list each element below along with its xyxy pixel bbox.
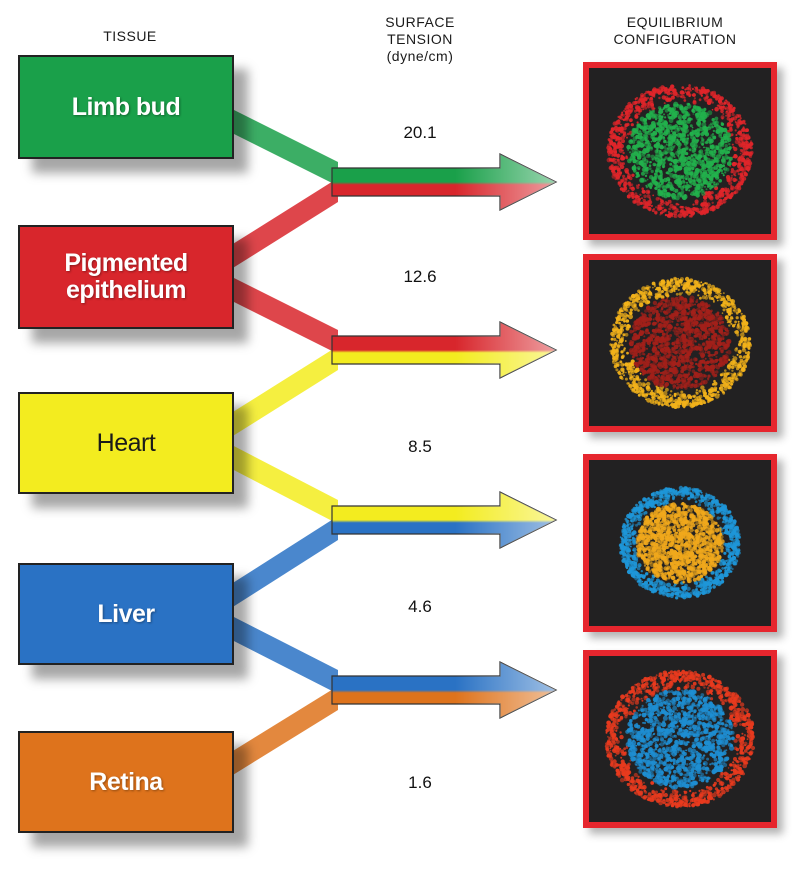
tissue-header-label: TISSUE [103,28,157,44]
merge-arrow-sheen [332,322,556,378]
aggregate-image [606,84,754,219]
tension-value-pigmented-epithelium: 12.6 [403,267,437,286]
merge-arrow-sheen [332,662,556,718]
equilibrium-config-header-line1: EQUILIBRIUM [626,14,724,30]
tension-value-liver: 4.6 [408,597,432,616]
merge-band-lower [228,516,338,610]
merge-arrow-sheen [332,154,556,210]
config-image-frame-4 [583,650,777,828]
merge-band-upper [228,275,338,354]
surface-tension-header-line2: TENSION [387,31,453,47]
tissue-header: TISSUE [60,28,200,45]
merge-band-lower [228,346,338,439]
merge-band-upper [228,614,338,694]
config-image-frame-1 [583,62,777,240]
tension-value-heart: 8.5 [408,437,432,456]
surface-tension-header: SURFACE TENSION (dyne/cm) [340,14,500,65]
config-image-frame-3 [583,454,777,632]
tissue-label-line2: epithelium [65,276,187,304]
merge-band-upper [228,443,338,524]
config-image-pigmented-epithelium-heart [589,260,771,426]
aggregate-image [604,669,756,809]
tissue-label-pigmented-epithelium: Pigmented epithelium [64,249,188,304]
merge-band-lower [228,686,338,778]
config-image-frame-2 [583,254,777,432]
tension-value-limb-bud: 20.1 [403,123,437,142]
merge-arrow-sheen [332,492,556,548]
config-image-liver-retina [589,656,771,822]
aggregate-image [609,276,752,409]
aggregate-image [618,485,742,600]
tissue-box-retina: Retina [18,731,234,833]
tissue-label-line1: Pigmented [64,249,188,277]
tissue-box-pigmented-epithelium: Pigmented epithelium [18,225,234,329]
tissue-label-limb-bud: Limb bud [71,92,181,121]
merge-band-upper [228,107,338,186]
equilibrium-config-header-line2: CONFIGURATION [613,31,737,47]
equilibrium-config-header: EQUILIBRIUM CONFIGURATION [570,14,780,48]
tissue-label-heart: Heart [96,428,156,457]
config-image-heart-liver [589,460,771,626]
tension-value-retina: 1.6 [408,773,432,792]
tissue-label-retina: Retina [89,767,163,796]
config-image-limb-bud-pigmented-epithelium [589,68,771,234]
surface-tension-unit: (dyne/cm) [386,48,454,64]
surface-tension-header-line1: SURFACE [385,14,455,30]
merge-band-lower [228,178,338,271]
tissue-label-liver: Liver [97,599,155,628]
tissue-box-limb-bud: Limb bud [18,55,234,159]
tissue-box-liver: Liver [18,563,234,665]
tissue-box-heart: Heart [18,392,234,494]
